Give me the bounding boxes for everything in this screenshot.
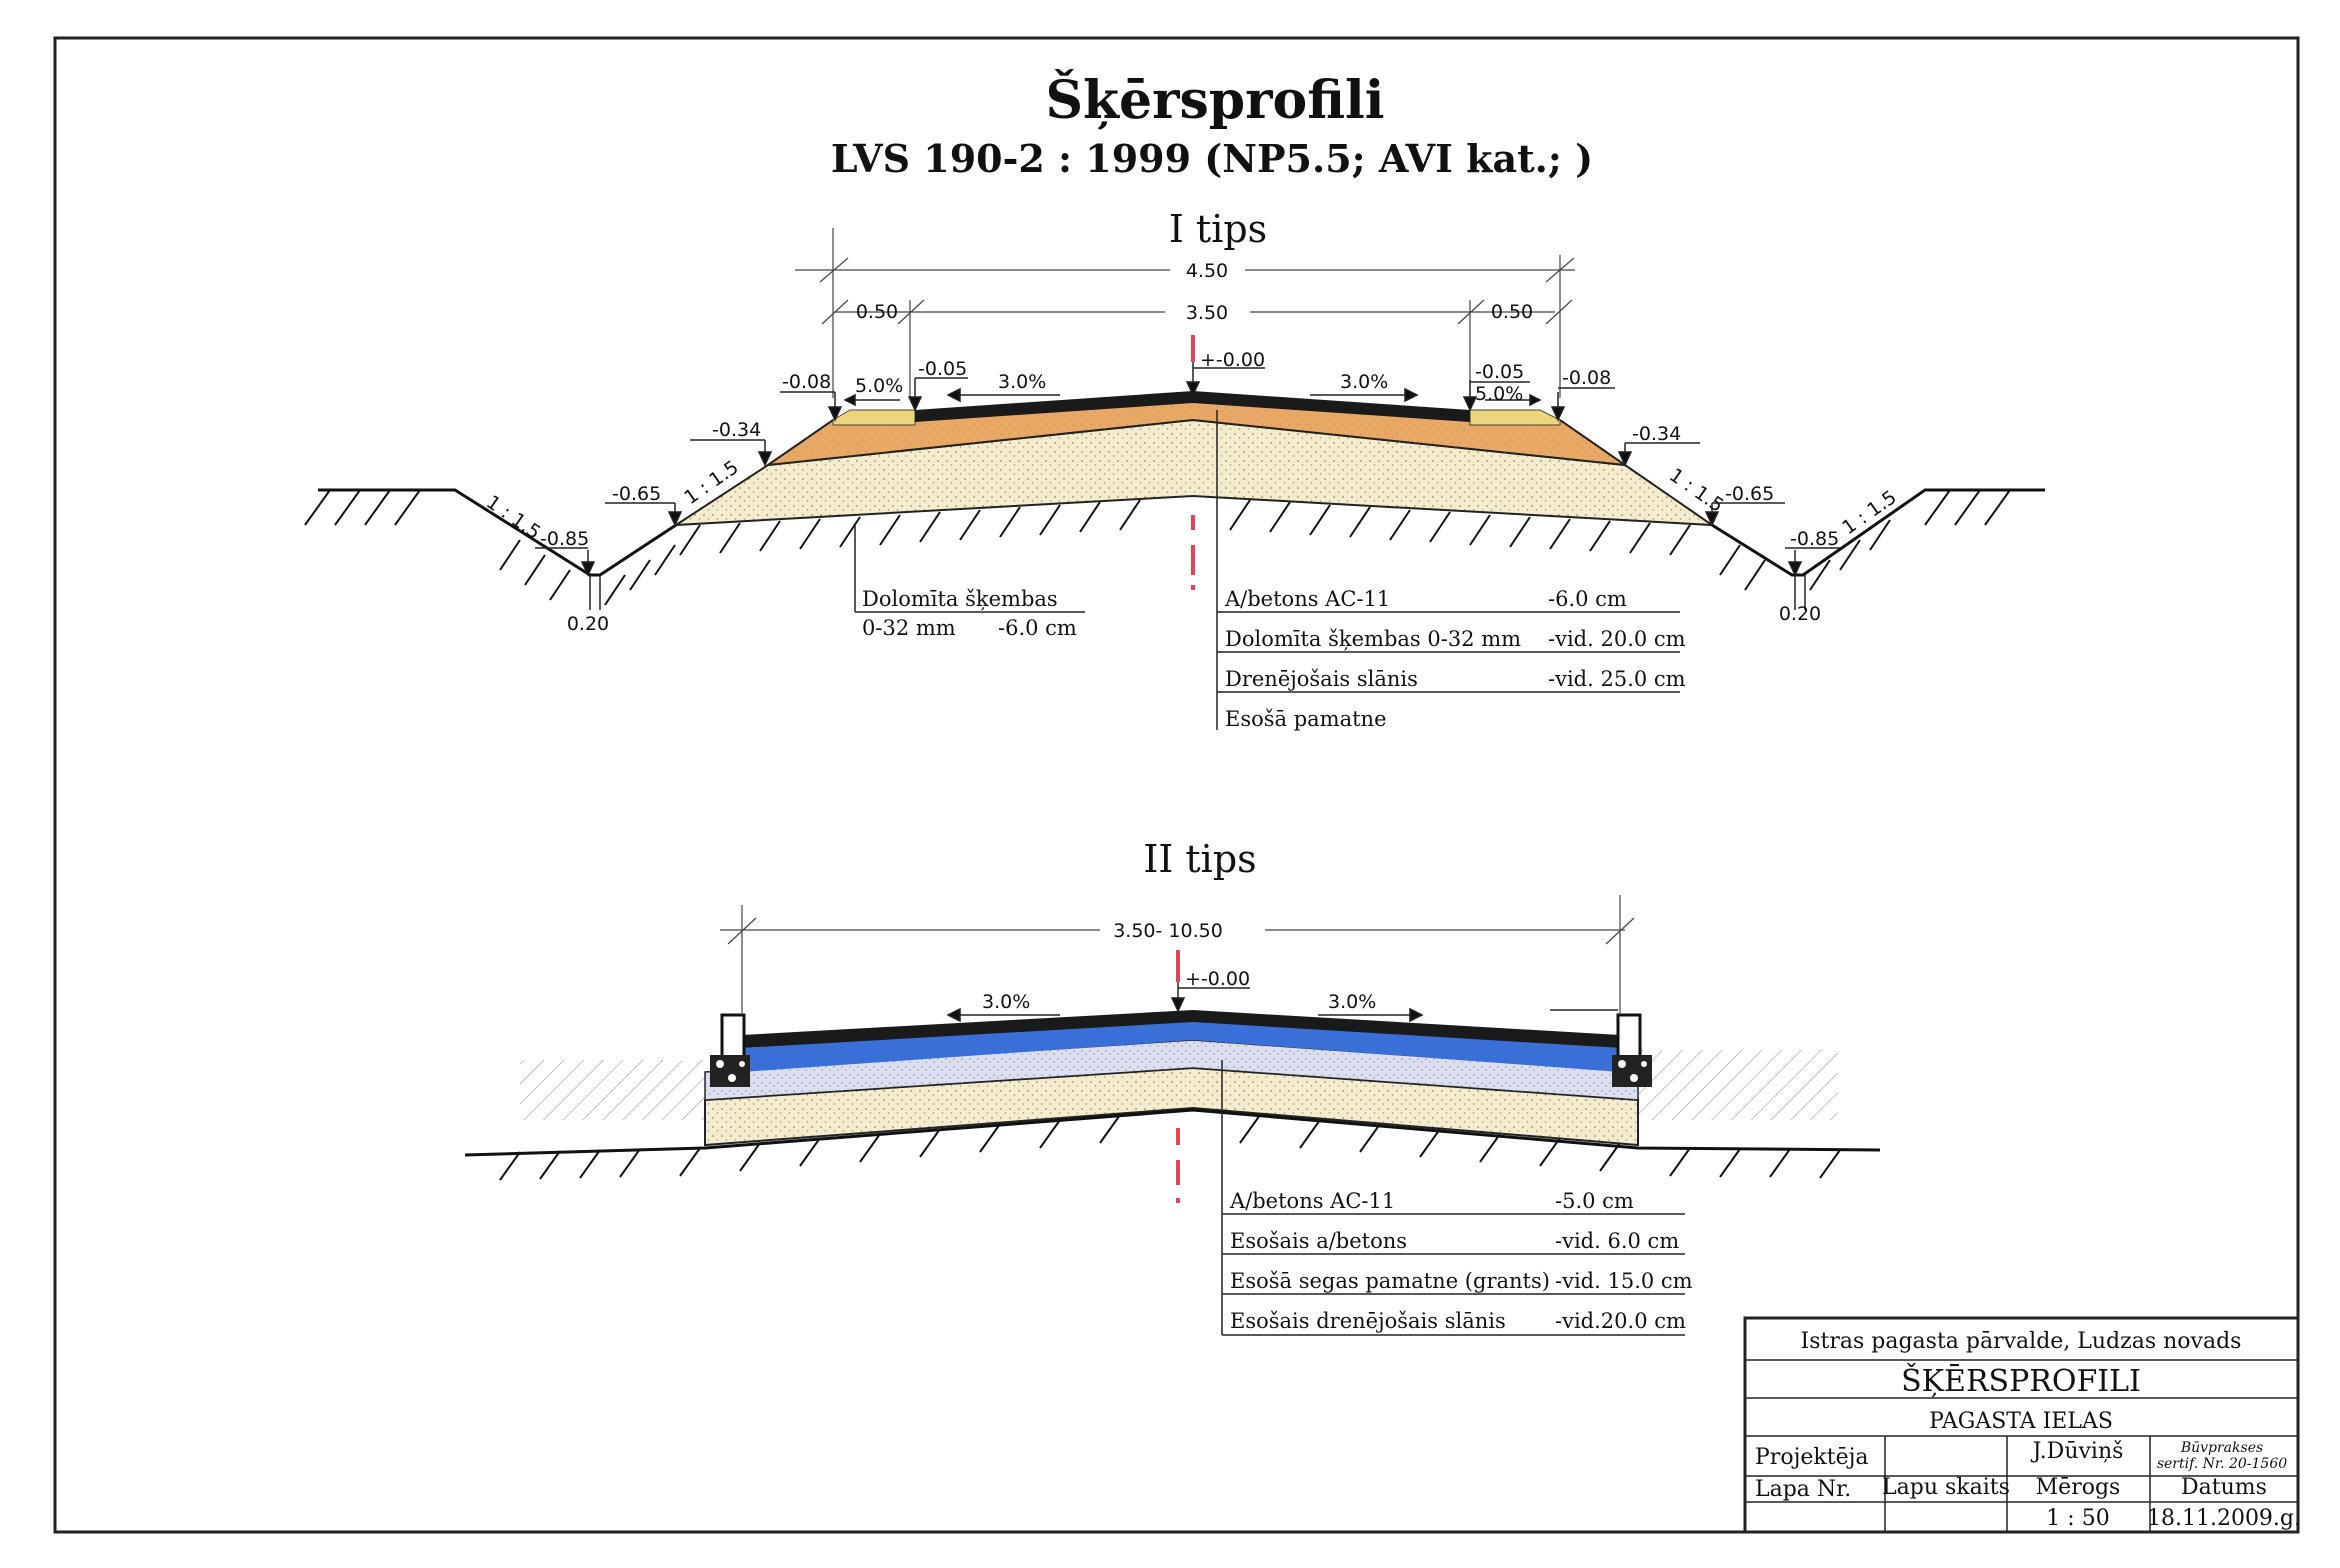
type1-slope-ratio-a: 1 : 1.5 xyxy=(482,491,544,544)
type1-shoulder-note-size: 0-32 mm xyxy=(862,616,956,640)
type2-layer-2-name: Esošais a/betons xyxy=(1230,1229,1407,1253)
type1-section: I tips xyxy=(304,207,2045,731)
type1-layer-2-name: Dolomīta šķembas 0-32 mm xyxy=(1225,627,1521,651)
tb-cert-line1: Būvprakses xyxy=(2180,1440,2263,1456)
tb-pages-label: Lapu skaits xyxy=(1882,1475,2010,1500)
type1-dim-shoulder-right: 0.50 xyxy=(1491,301,1533,323)
tb-date-value: 18.11.2009.g. xyxy=(2147,1506,2301,1531)
type1-layer-3-value: -vid. 25.0 cm xyxy=(1548,667,1686,691)
type2-layer-2-value: -vid. 6.0 cm xyxy=(1555,1229,1679,1253)
type1-layer-2-value: -vid. 20.0 cm xyxy=(1548,627,1686,651)
type2-side-fill-right xyxy=(1638,1050,1838,1120)
type1-asphalt xyxy=(915,391,1470,422)
type1-layer-4-name: Esošā pamatne xyxy=(1225,707,1387,731)
type1-dim-shoulder-left: 0.50 xyxy=(856,301,898,323)
type2-layer-4-value: -vid.20.0 cm xyxy=(1555,1309,1686,1333)
type2-layer-1-name: A/betons AC-11 xyxy=(1229,1189,1395,1213)
type2-layer-4-name: Esošais drenējošais slānis xyxy=(1230,1309,1506,1333)
type2-layer-3-name: Esošā segas pamatne (grants) xyxy=(1230,1269,1550,1293)
type1-dim-total: 4.50 xyxy=(1186,260,1228,282)
type2-ground xyxy=(464,1108,1881,1157)
type1-ditch-width-left: 0.20 xyxy=(567,613,609,635)
type1-slope-left: 3.0% xyxy=(998,371,1046,393)
type1-lvl-edge-right: -0.05 xyxy=(1475,361,1524,383)
title-block: Istras pagasta pārvalde, Ludzas novads Š… xyxy=(1743,1316,2301,1534)
type1-lvl-shoulder-left: -0.08 xyxy=(782,371,831,393)
page-subtitle: LVS 190-2 : 1999 (NP5.5; AVI kat.; ) xyxy=(831,136,1593,181)
type1-dim-carriageway: 3.50 xyxy=(1186,302,1228,324)
tb-scale-value: 1 : 50 xyxy=(2046,1506,2109,1531)
type1-slope-shoulder-left: 5.0% xyxy=(855,375,903,397)
type2-axis-level: +-0.00 xyxy=(1185,968,1250,990)
type2-side-fill-left xyxy=(520,1060,705,1120)
type1-layer-legend: A/betons AC-11 -6.0 cm Dolomīta šķembas … xyxy=(1217,587,1686,731)
type2-new-asphalt xyxy=(742,1010,1620,1048)
type1-lvl-base-left: -0.34 xyxy=(712,419,761,441)
type1-lvl-shoulder-right: -0.08 xyxy=(1562,367,1611,389)
type1-lvl-ditch-left: -0.85 xyxy=(540,528,589,550)
type1-shoulder-note: Dolomīta šķembas xyxy=(862,587,1058,611)
tb-object: PAGASTA IELAS xyxy=(1929,1409,2113,1434)
type2-slope-left: 3.0% xyxy=(982,991,1030,1013)
type2-layer-legend: A/betons AC-11 -5.0 cm Esošais a/betons … xyxy=(1222,1189,1693,1336)
type1-slope-shoulder-right: 5.0% xyxy=(1475,383,1523,405)
tb-client: Istras pagasta pārvalde, Ludzas novads xyxy=(1801,1329,2242,1354)
tb-drawing-title: ŠĶĒRSPROFILI xyxy=(1901,1363,2141,1399)
tb-designer-label: Projektēja xyxy=(1755,1445,1869,1470)
tb-sheet-label: Lapa Nr. xyxy=(1755,1477,1851,1502)
type2-section: II tips xyxy=(464,837,1881,1336)
tb-scale-label: Mērogs xyxy=(2036,1475,2121,1500)
type2-layer-1-value: -5.0 cm xyxy=(1555,1189,1634,1213)
sheet-border xyxy=(53,36,2300,1534)
type1-shoulder-note-thick: -6.0 cm xyxy=(998,616,1077,640)
type1-ground-hatch xyxy=(304,489,2011,606)
type1-layer-3-name: Drenējošais slānis xyxy=(1225,667,1418,691)
type2-gravel-texture xyxy=(705,1040,1638,1100)
type2-curb-right xyxy=(1612,1013,1652,1087)
type1-ditch-width-right: 0.20 xyxy=(1779,603,1821,625)
tb-date-label: Datums xyxy=(2181,1475,2267,1500)
type1-shoulder-left xyxy=(832,409,916,426)
type1-base-texture xyxy=(768,393,1625,465)
tb-cert-line2: sertif. Nr. 20-1560 xyxy=(2157,1456,2287,1472)
type2-dim-width: 3.50- 10.50 xyxy=(1113,920,1223,942)
type1-lvl-edge-left: -0.05 xyxy=(918,358,967,380)
type1-layer-1-name: A/betons AC-11 xyxy=(1224,587,1390,611)
type1-lvl-ditch-right: -0.85 xyxy=(1790,528,1839,550)
type2-layer-3-value: -vid. 15.0 cm xyxy=(1555,1269,1693,1293)
page-title: Šķērsprofili xyxy=(1045,69,1384,131)
type1-layer-1-value: -6.0 cm xyxy=(1548,587,1627,611)
type1-ground-right xyxy=(1711,488,2045,577)
type1-lvl-bottom-right: -0.65 xyxy=(1725,483,1774,505)
type1-axis-level: +-0.00 xyxy=(1200,349,1265,371)
type1-shoulder-right xyxy=(1469,409,1561,426)
type1-lvl-base-right: -0.34 xyxy=(1632,423,1681,445)
type1-heading: I tips xyxy=(1169,207,1267,251)
type2-existing-asphalt xyxy=(742,1020,1620,1072)
type2-slope-right: 3.0% xyxy=(1328,991,1376,1013)
type2-heading: II tips xyxy=(1143,837,1256,881)
type1-lvl-bottom-left: -0.65 xyxy=(612,483,661,505)
type1-slope-right: 3.0% xyxy=(1340,371,1388,393)
type2-curb-left xyxy=(710,1013,750,1087)
tb-designer-name: J.Dūviņš xyxy=(2031,1439,2124,1464)
